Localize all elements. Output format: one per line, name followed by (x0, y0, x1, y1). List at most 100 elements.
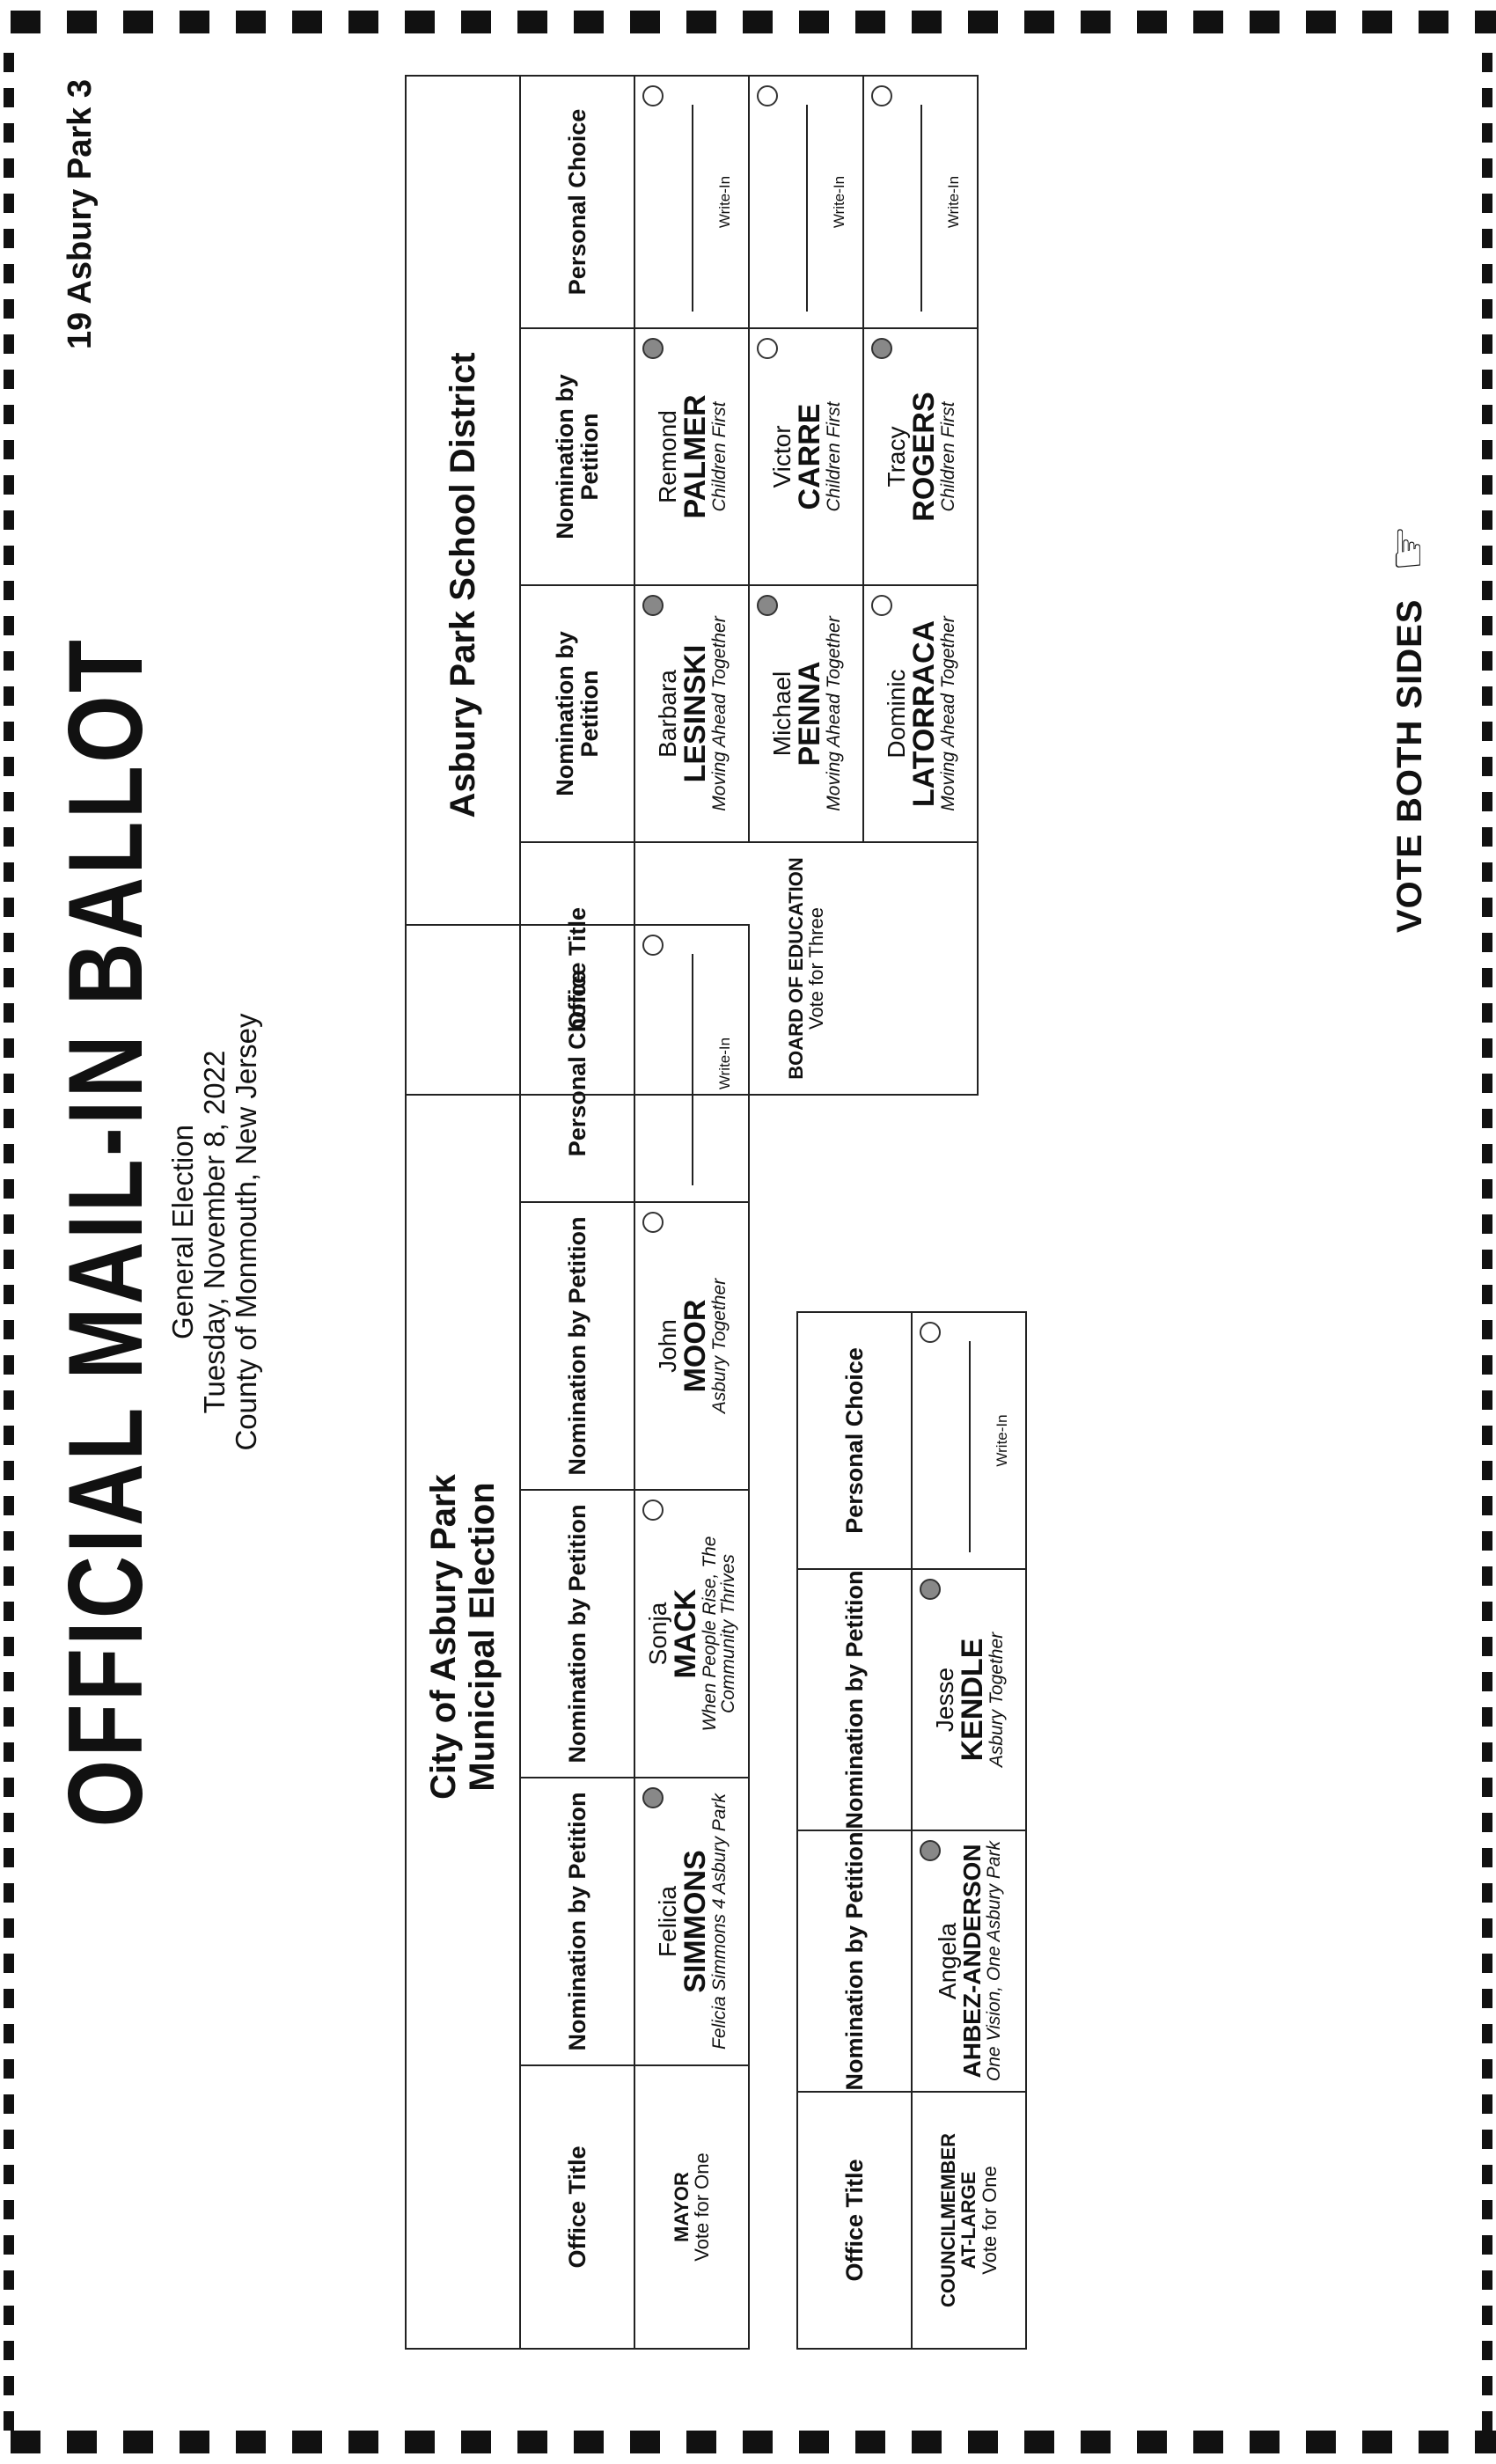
timing-mark (4, 1109, 14, 1128)
vote-bubble[interactable] (920, 1579, 941, 1600)
timing-mark (4, 2306, 14, 2325)
vote-bubble[interactable] (871, 85, 892, 106)
timing-mark (1081, 2431, 1111, 2453)
timing-mark (1482, 933, 1492, 952)
timing-mark (4, 1672, 14, 1691)
timing-mark (123, 2431, 153, 2453)
vote-both-sides: VOTE BOTH SIDES (1390, 598, 1429, 934)
timing-mark (180, 2431, 209, 2453)
timing-mark (348, 11, 378, 33)
timing-mark (1482, 581, 1492, 600)
timing-mark (1482, 1566, 1492, 1586)
timing-mark (4, 405, 14, 424)
timing-mark (1482, 1461, 1492, 1480)
timing-mark (4, 1918, 14, 1938)
timing-mark (1482, 1672, 1492, 1691)
vote-bubble[interactable] (642, 1500, 664, 1521)
col-office-title: Office Title (520, 842, 634, 1095)
timing-mark (1482, 1989, 1492, 2008)
writein-cell[interactable]: Write-In (863, 76, 978, 328)
vote-bubble[interactable] (757, 595, 778, 616)
timing-mark (1482, 686, 1492, 706)
col-nomination: Nomination by Petition (797, 1569, 912, 1830)
timing-mark (4, 158, 14, 178)
timing-mark (1482, 1602, 1492, 1621)
timing-mark (517, 2431, 547, 2453)
timing-mark (123, 11, 153, 33)
timing-mark (1193, 11, 1223, 33)
vote-bubble[interactable] (920, 1322, 941, 1343)
timing-mark (4, 898, 14, 917)
pointing-hand-icon: ☞ (1378, 524, 1437, 572)
timing-mark (348, 2431, 378, 2453)
timing-mark (1482, 616, 1492, 635)
timing-mark (4, 792, 14, 811)
timing-mark (4, 1778, 14, 1797)
timing-mark (4, 2130, 14, 2149)
timing-mark (4, 1602, 14, 1621)
vote-bubble[interactable] (642, 595, 664, 616)
timing-mark (1482, 264, 1492, 283)
writein-cell[interactable]: Write-In (634, 76, 749, 328)
writein-cell[interactable]: Write-In (749, 76, 863, 328)
timing-mark (4, 1250, 14, 1269)
col-nomination: Nomination by Petition (520, 1778, 634, 2065)
timing-mark (1482, 1742, 1492, 1762)
timing-mark (1362, 2431, 1392, 2453)
vote-bubble[interactable] (642, 1787, 664, 1808)
col-personal-choice: Personal Choice (520, 76, 634, 328)
timing-mark (1306, 11, 1336, 33)
vote-bubble[interactable] (871, 338, 892, 359)
timing-mark (4, 1461, 14, 1480)
timing-mark (4, 440, 14, 459)
timing-mark (4, 2094, 14, 2114)
timing-mark (4, 53, 14, 72)
timing-mark (4, 686, 14, 706)
timing-mark (4, 968, 14, 987)
timing-mark (1482, 862, 1492, 882)
timing-mark (4, 123, 14, 143)
timing-mark (1482, 229, 1492, 248)
timing-mark (4, 651, 14, 671)
writein-cell[interactable]: Write-In (912, 1312, 1026, 1569)
timing-mark (4, 1179, 14, 1199)
vote-bubble[interactable] (642, 1212, 664, 1233)
vote-bubble[interactable] (920, 1840, 941, 1861)
timing-mark (1482, 440, 1492, 459)
vote-bubble[interactable] (757, 85, 778, 106)
timing-mark (67, 2431, 97, 2453)
timing-mark (4, 1989, 14, 2008)
vote-bubble[interactable] (757, 338, 778, 359)
timing-mark (1482, 1426, 1492, 1445)
vote-bubble[interactable] (871, 595, 892, 616)
timing-mark (1482, 2270, 1492, 2290)
timing-mark (1482, 2306, 1492, 2325)
vote-bubble[interactable] (642, 338, 664, 359)
timing-mark (1482, 2059, 1492, 2079)
timing-mark (4, 2235, 14, 2255)
timing-mark (4, 2411, 14, 2431)
timing-mark (1482, 1355, 1492, 1375)
timing-mark (1482, 1074, 1492, 1093)
timing-mark (1482, 1038, 1492, 1058)
timing-mark (630, 2431, 660, 2453)
timing-mark (4, 1426, 14, 1445)
timing-mark (1482, 1179, 1492, 1199)
timing-mark (855, 2431, 885, 2453)
timing-mark (4, 299, 14, 319)
col-nomination: Nomination by Petition (520, 1490, 634, 1778)
vote-bubble[interactable] (642, 85, 664, 106)
